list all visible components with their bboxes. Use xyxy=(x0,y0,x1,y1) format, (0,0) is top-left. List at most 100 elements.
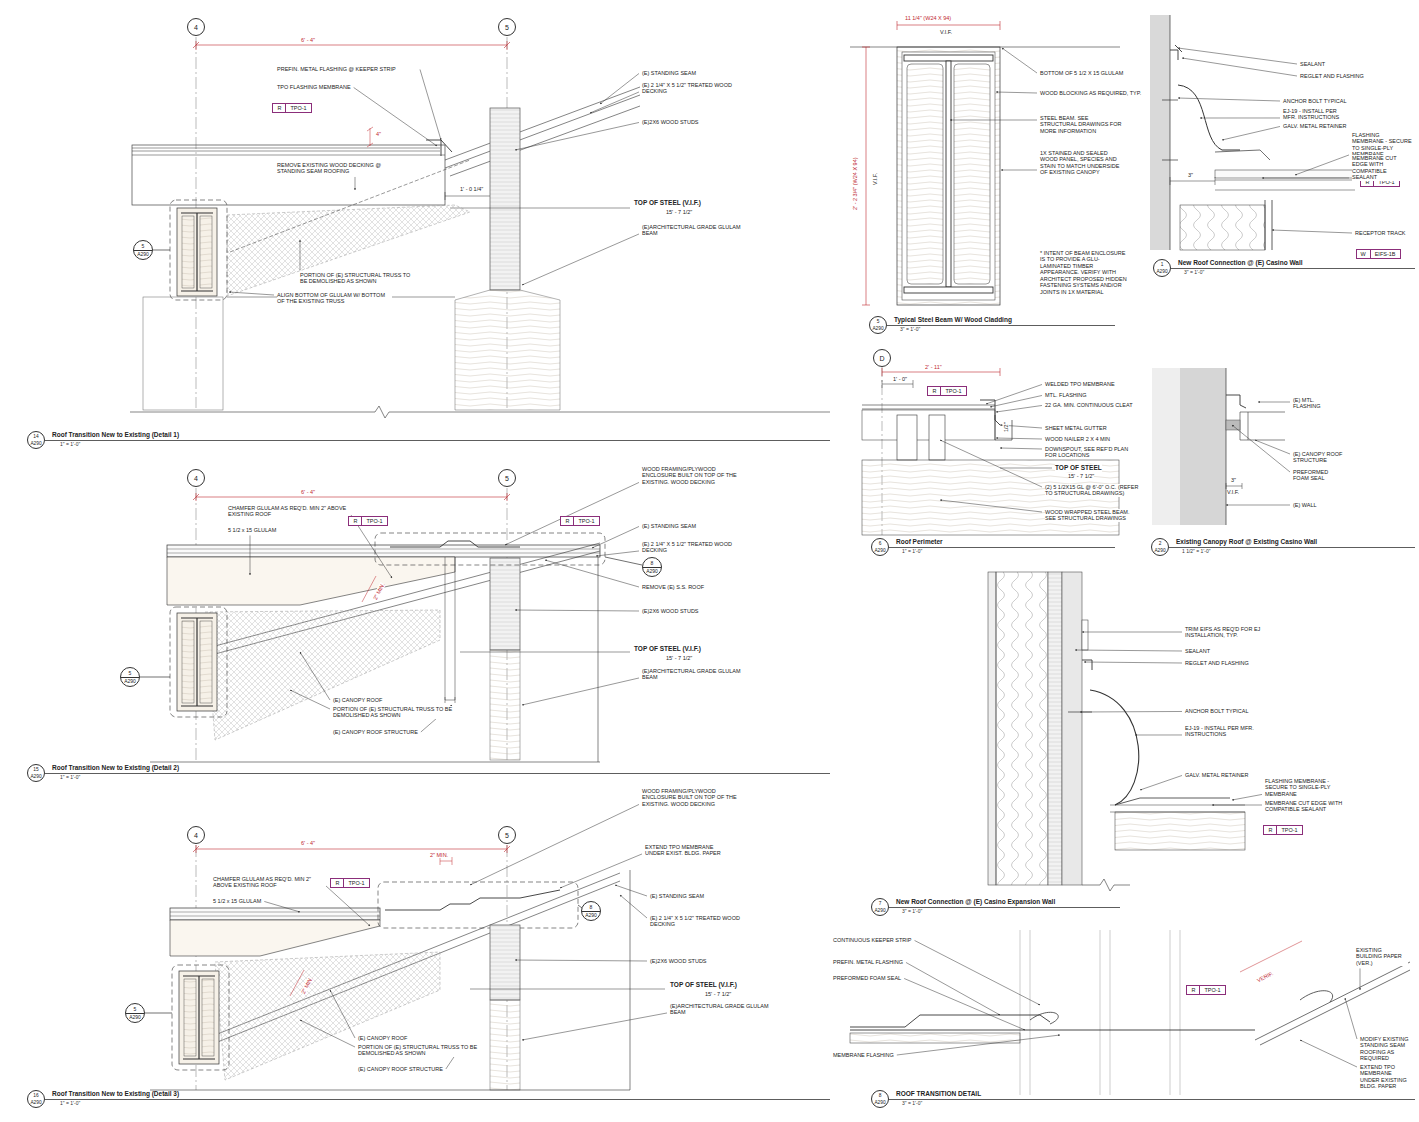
leader-line xyxy=(1002,48,1037,73)
detail-8-drawing-part xyxy=(1020,930,1180,1095)
detail-title-text: New Roof Connection @ (E) Casino Wall xyxy=(1178,259,1303,267)
dimension-label: 2" MIN. xyxy=(300,976,314,995)
tag-letter: R xyxy=(331,879,344,888)
detail-7-drawing-part xyxy=(1090,690,1139,805)
note-label: (E)2X6 WOOD STUDS xyxy=(642,608,699,614)
leader-line xyxy=(940,500,1042,512)
detail-title-text: ROOF TRANSITION DETAIL xyxy=(896,1090,981,1098)
detail-title: 1A290New Roof Connection @ (E) Casino Wa… xyxy=(1153,259,1171,277)
detail-15-drawing-part xyxy=(196,488,507,760)
leader-line xyxy=(600,73,639,104)
note-label: CHAMFER GLULAM AS REQ'D. MIN 2" ABOVE EX… xyxy=(228,505,348,518)
material-tag: RTPO-1 xyxy=(1186,985,1225,996)
note-label: BOTTOM OF 5 1/2 X 15 GLULAM xyxy=(1040,70,1150,76)
detail-16-drawing-part xyxy=(170,920,380,956)
detail-16-drawing-part xyxy=(470,989,665,990)
detail-14-drawing-part xyxy=(445,87,640,176)
detail-14-drawing-part xyxy=(455,290,560,410)
scale-label: 1" = 1'-0" xyxy=(902,549,922,555)
detail-16-drawing-part xyxy=(172,965,229,1070)
detail-8-drawing-part xyxy=(1255,962,1410,1045)
leader-line xyxy=(264,901,300,912)
detail-6-drawing-part xyxy=(995,415,1012,440)
leader-line xyxy=(1232,794,1262,800)
detail-1-drawing-part xyxy=(1215,150,1270,160)
note-label: MODIFY EXISTING STANDING SEAM ROOFING AS… xyxy=(1360,1036,1412,1062)
callout-number: 8 xyxy=(582,904,600,910)
leader-line xyxy=(470,804,639,885)
note-label: V.I.F. xyxy=(1227,489,1239,495)
note-label: 15' - 7 1/2" xyxy=(1068,473,1094,479)
detail-16-drawing xyxy=(45,845,830,1100)
note-label: WOOD FRAMING/PLYWOOD ENCLOSURE BUILT ON … xyxy=(642,788,742,807)
detail-8-drawing xyxy=(850,930,1415,1100)
material-tag: RTPO-1 xyxy=(1263,825,1302,836)
leader-line xyxy=(940,440,1042,487)
note-label: (E) CANOPY ROOF xyxy=(358,1035,407,1041)
leader-line xyxy=(1232,425,1290,472)
leader-line xyxy=(1182,58,1297,76)
note-label: SEALANT xyxy=(1185,648,1210,654)
detail-1-drawing-part xyxy=(1265,200,1272,250)
detail-5-drawing-part xyxy=(954,64,990,284)
leader-line xyxy=(290,690,330,709)
detail-2-drawing-part xyxy=(1226,420,1240,430)
detail-7-drawing-part xyxy=(889,907,1120,908)
callout-number: 5 xyxy=(134,243,152,249)
note-label: 15' - 7 1/2" xyxy=(666,209,692,215)
note-label: 1/2" xyxy=(1003,422,1009,432)
detail-14-drawing-part xyxy=(132,145,445,205)
note-label: GALV. METAL RETAINER xyxy=(1283,123,1346,129)
tag-letter: R xyxy=(273,104,286,113)
note-label: (E) STANDING SEAM xyxy=(642,523,696,529)
note-label: (2) 5 1/2X15 GL @ 6'-0" O.C. (REFER TO S… xyxy=(1045,484,1140,497)
tag-code: TPO-1 xyxy=(362,517,386,526)
detail-15-drawing-part xyxy=(45,773,830,774)
tag-letter: R xyxy=(1187,986,1200,995)
note-label: 1' - 0 1/4" xyxy=(460,186,483,192)
grid-number: 5 xyxy=(505,24,509,31)
detail-7-drawing-part xyxy=(1115,798,1230,805)
detail-14-drawing-part xyxy=(367,127,373,147)
detail-2-drawing-part xyxy=(1226,395,1246,408)
note-label: FLASHING MEMBRANE - SECURE TO SINGLE-PLY… xyxy=(1265,778,1345,797)
detail-15-drawing-part xyxy=(150,557,600,762)
note-label: EXTEND TPO MEMBRANE UNDER EXISTING BLDG.… xyxy=(1360,1064,1412,1090)
sheet-number: A290 xyxy=(121,678,139,684)
detail-number: 6 xyxy=(872,541,888,546)
note-label: TRIM EIFS AS REQ'D FOR EJ INSTALLATION, … xyxy=(1185,626,1275,639)
note-label: 15' - 7 1/2" xyxy=(666,655,692,661)
grid-bubble: 4 xyxy=(187,18,205,36)
tag-code: TPO-1 xyxy=(344,879,368,888)
detail-number: 16 xyxy=(28,1093,44,1098)
detail-8-drawing-part xyxy=(850,1033,1020,1043)
detail-16-drawing-part xyxy=(170,908,380,920)
leader-line xyxy=(1001,170,1037,171)
detail-14-drawing xyxy=(45,37,830,441)
detail-5-drawing-part xyxy=(902,52,995,300)
grid-bubble: 5 xyxy=(498,469,516,487)
note-label: PORTION OF (E) STRUCTURAL TRUSS TO BE DE… xyxy=(358,1044,478,1057)
note-label: REMOVE EXISTING WOOD DECKING @ STANDING … xyxy=(277,162,387,175)
detail-14-drawing-part xyxy=(170,200,227,300)
detail-7-drawing-part xyxy=(1082,660,1092,670)
leader-line xyxy=(1258,402,1290,403)
detail-2-drawing-part xyxy=(1152,368,1180,525)
sheet-number: A290 xyxy=(126,1014,144,1020)
note-label: (E)2X6 WOOD STUDS xyxy=(650,958,707,964)
detail-2-drawing-part xyxy=(1169,547,1415,548)
sheet-number: A290 xyxy=(28,774,44,779)
detail-title: 14A290Roof Transition New to Existing (D… xyxy=(27,431,45,449)
note-label: V.I.F. xyxy=(940,29,952,35)
grid-number: 5 xyxy=(505,475,509,482)
material-tag: RTPO-1 xyxy=(330,878,369,889)
detail-5-drawing-part xyxy=(887,325,1115,326)
leader-line xyxy=(904,978,1025,1030)
leader-line xyxy=(1226,505,1290,506)
detail-6-drawing-part xyxy=(862,460,1119,535)
note-label: CONTINUOUS KEEPER STRIP xyxy=(833,937,912,943)
detail-6-drawing-part xyxy=(897,415,917,460)
note-label: (E) STANDING SEAM xyxy=(650,893,704,899)
note-label: WOOD NAILER 2 X 4 MIN xyxy=(1045,436,1140,442)
